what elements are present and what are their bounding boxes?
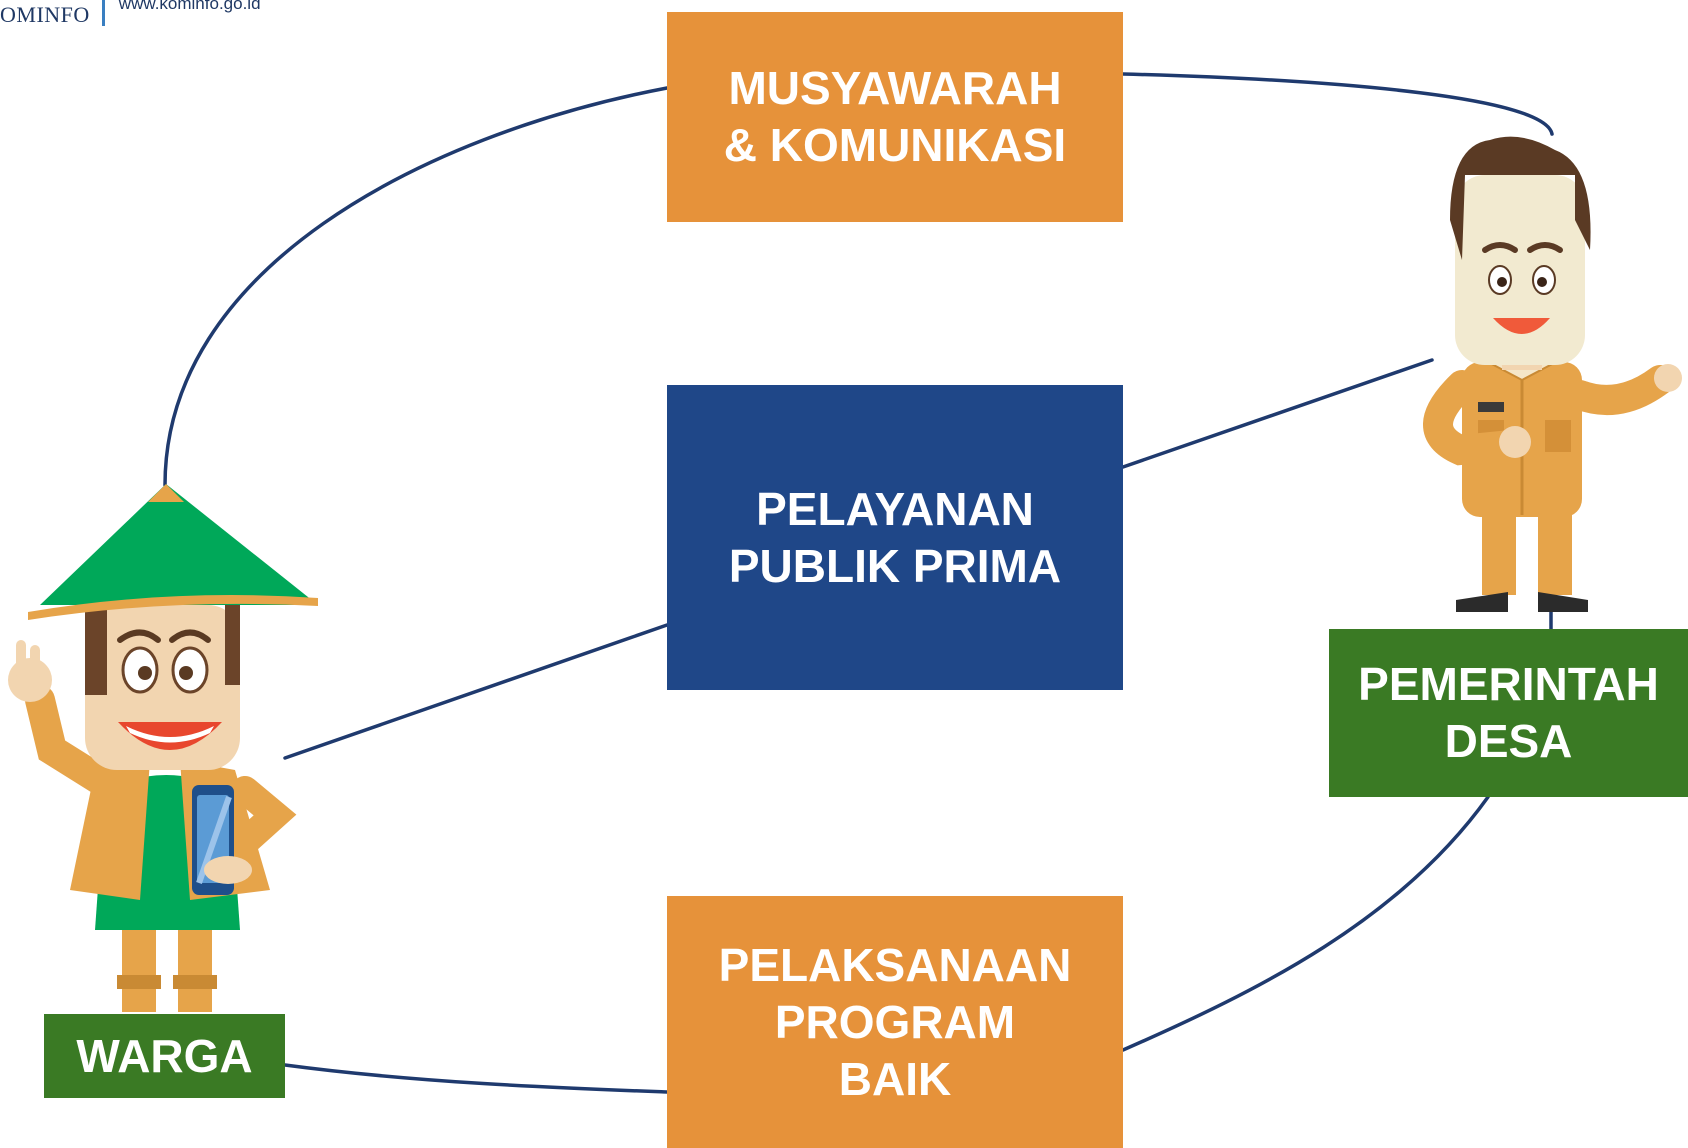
- node-warga-label: WARGA: [76, 1029, 253, 1082]
- node-musyawarah-komunikasi: MUSYAWARAH & KOMUNIKASI: [667, 12, 1123, 222]
- kominfo-logo: OMINFO www.kominfo.go.id: [0, 0, 261, 30]
- node-pelaksanaan-line2: PROGRAM: [774, 995, 1016, 1048]
- node-pelaksanaan-program-baik: PELAKSANAAN PROGRAM BAIK: [667, 896, 1123, 1148]
- node-musyawarah-line2: & KOMUNIKASI: [723, 119, 1067, 171]
- connector-pemerintah-pelaksanaan: [1121, 795, 1490, 1052]
- node-pelaksanaan-line1: PELAKSANAAN: [718, 938, 1072, 991]
- node-pelayanan-line1: PELAYANAN: [756, 482, 1034, 535]
- node-pelayanan-publik-prima: PELAYANAN PUBLIK PRIMA: [667, 385, 1123, 690]
- logo-text: OMINFO: [0, 2, 90, 27]
- connector-pelayanan-pemerintah: [1121, 358, 1434, 469]
- node-pemerintah-line1: PEMERINTAH: [1358, 658, 1659, 710]
- node-pelaksanaan-line3: BAIK: [838, 1052, 952, 1105]
- logo-url: www.kominfo.go.id: [118, 0, 261, 13]
- node-pemerintah-line2: DESA: [1444, 715, 1573, 767]
- node-musyawarah-line1: MUSYAWARAH: [728, 62, 1062, 114]
- connector-warga-pelayanan: [283, 623, 669, 760]
- logo-divider: [101, 0, 105, 26]
- connector-warga-pelaksanaan: [283, 1063, 669, 1094]
- connector-warga-musyawarah: [163, 86, 669, 487]
- connector-musyawarah-pemerintah: [1121, 72, 1554, 136]
- node-pemerintah-desa: PEMERINTAH DESA: [1329, 629, 1688, 797]
- node-warga: WARGA: [44, 1014, 285, 1098]
- node-pelayanan-line2: PUBLIK PRIMA: [728, 539, 1062, 592]
